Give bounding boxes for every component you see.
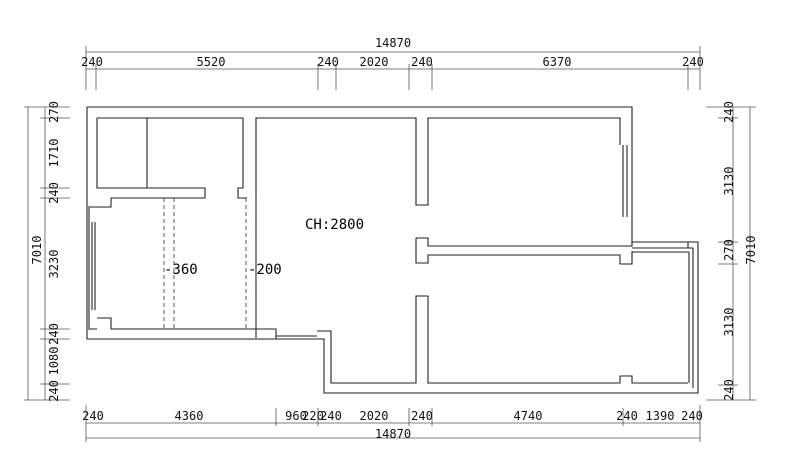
walls — [86, 106, 699, 394]
top-dim-5: 240 — [411, 55, 433, 69]
right-total-dimension: 7010 — [744, 236, 758, 265]
left-dim-5: 240 — [47, 323, 61, 345]
right-dim-2: 3130 — [722, 167, 736, 196]
center-lower-wall — [317, 295, 688, 384]
level-mark-right: -200 — [248, 262, 282, 278]
right-dim-5: 240 — [722, 379, 736, 401]
ceiling-height-label: CH:2800 — [305, 217, 364, 233]
bottom-dim-10: 1390 — [646, 409, 675, 423]
right-dimension-chain: 7010 240 3130 270 3130 240 — [706, 101, 758, 401]
bottom-dim-8: 4740 — [514, 409, 543, 423]
top-dim-1: 240 — [81, 55, 103, 69]
step-lines — [163, 198, 257, 330]
bottom-left-inner-wall — [97, 317, 277, 339]
top-dim-4: 2020 — [360, 55, 389, 69]
bottom-dim-11: 240 — [681, 409, 703, 423]
top-left-room-wall — [97, 117, 247, 199]
bottom-dim-2: 4360 — [175, 409, 204, 423]
left-dim-7: 240 — [47, 380, 61, 402]
bottom-dim-5: 240 — [320, 409, 342, 423]
bottom-dim-9: 240 — [616, 409, 638, 423]
top-dim-3: 240 — [317, 55, 339, 69]
bottom-dim-4: 220 — [302, 409, 324, 423]
bottom-dimension-chain: 14870 240 4360 960 220 240 2020 240 4740… — [82, 405, 703, 442]
left-dimension-chain: 7010 270 1710 240 3230 240 1080 240 — [24, 101, 70, 402]
top-dim-7: 240 — [682, 55, 704, 69]
top-total-dimension: 14870 — [375, 36, 411, 50]
left-dim-6: 1080 — [47, 347, 61, 376]
top-dimension-chain: 14870 240 5520 240 2020 240 6370 240 — [81, 36, 704, 90]
bottom-dim-7: 240 — [411, 409, 433, 423]
left-dim-3: 240 — [47, 182, 61, 204]
left-window — [88, 206, 97, 330]
top-left-room-wall-2 — [96, 118, 206, 208]
bottom-dim-1: 240 — [82, 409, 104, 423]
right-dim-3: 270 — [722, 239, 736, 261]
top-dim-2: 5520 — [197, 55, 226, 69]
bottom-dim-6: 2020 — [360, 409, 389, 423]
top-dim-6: 6370 — [543, 55, 572, 69]
center-mid-wall-2 — [415, 238, 633, 265]
center-mid-wall — [416, 237, 633, 247]
bottom-total-dimension: 14870 — [375, 427, 411, 441]
left-dim-4: 3230 — [47, 250, 61, 279]
bottom-dim-3: 960 — [285, 409, 307, 423]
left-dim-1: 270 — [47, 101, 61, 123]
left-dim-2: 1710 — [47, 139, 61, 168]
outer-wall — [86, 106, 699, 394]
right-dim-1: 240 — [722, 101, 736, 123]
level-mark-left: -360 — [164, 262, 198, 278]
right-dim-4: 3130 — [722, 308, 736, 337]
center-wall — [255, 117, 621, 338]
left-total-dimension: 7010 — [30, 236, 44, 265]
